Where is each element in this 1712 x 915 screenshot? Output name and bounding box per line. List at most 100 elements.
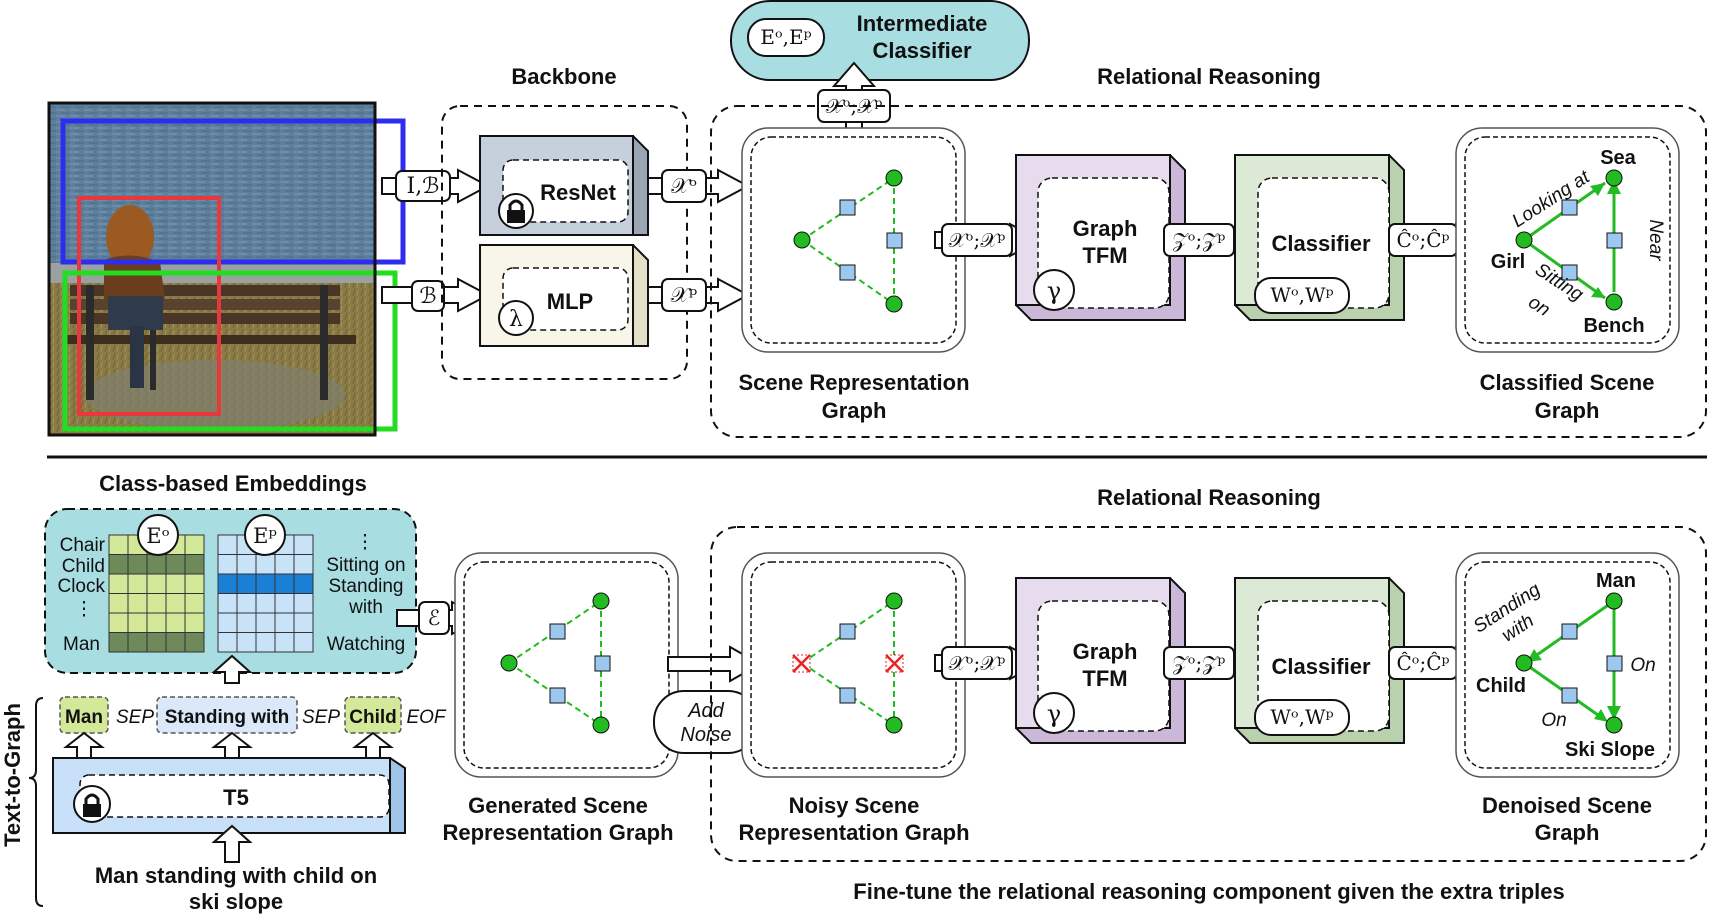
embedding-cell bbox=[184, 534, 205, 555]
embedding-cell bbox=[146, 612, 167, 633]
svg-text:λ: λ bbox=[509, 307, 523, 332]
svg-text:Intermediate: Intermediate bbox=[857, 11, 988, 36]
embedding-cell bbox=[217, 534, 238, 555]
embedding-cell bbox=[274, 632, 295, 653]
input-ib-label: I,ℬ bbox=[407, 174, 440, 199]
mlp-label: MLP bbox=[547, 289, 593, 314]
relational-title-top: Relational Reasoning bbox=[1097, 64, 1321, 89]
svg-text:𝒳ᵒ;𝒳ᵖ: 𝒳ᵒ;𝒳ᵖ bbox=[949, 651, 1006, 675]
embedding-cell bbox=[108, 554, 129, 575]
embedding-cell bbox=[274, 554, 295, 575]
svg-text:On: On bbox=[1630, 655, 1655, 676]
embedding-cell bbox=[165, 632, 186, 653]
embedding-cell bbox=[108, 612, 129, 633]
svg-text:𝒳ᵖ: 𝒳ᵖ bbox=[671, 283, 697, 307]
embedding-cell bbox=[127, 573, 148, 594]
svg-text:Generated Scene: Generated Scene bbox=[468, 793, 648, 818]
noise-x-icon bbox=[792, 654, 811, 673]
token-sep-2: SEP bbox=[302, 707, 340, 728]
scene-representation-graph bbox=[741, 127, 966, 353]
embedding-cell bbox=[165, 554, 186, 575]
embedding-cell bbox=[274, 593, 295, 614]
embedding-cell bbox=[165, 593, 186, 614]
embedding-cell bbox=[293, 573, 314, 594]
embedding-cell bbox=[146, 593, 167, 614]
footer-caption: Fine-tune the relational reasoning compo… bbox=[853, 879, 1564, 904]
svg-text:⋮: ⋮ bbox=[75, 599, 94, 620]
girl bbox=[104, 205, 165, 388]
embedding-cell bbox=[236, 593, 257, 614]
lambda-icon bbox=[498, 300, 534, 336]
bbox-girl bbox=[77, 196, 221, 416]
svg-text:Graph: Graph bbox=[1535, 820, 1600, 845]
embedding-cell bbox=[255, 612, 276, 633]
svg-text:Standing: Standing bbox=[328, 576, 403, 597]
svg-text:Man: Man bbox=[63, 634, 100, 655]
class-embedding-panel: Eᵒ Eᵖ Chair Child Clock ⋮ Man ⋮ Sitting … bbox=[44, 508, 417, 674]
embedding-cell bbox=[236, 632, 257, 653]
bbox-bench bbox=[62, 270, 398, 432]
svg-text:Classifier: Classifier bbox=[1271, 654, 1370, 679]
relational-title-bottom: Relational Reasoning bbox=[1097, 485, 1321, 510]
token-standing-with: Standing with bbox=[165, 707, 290, 728]
svg-text:Noise: Noise bbox=[680, 724, 731, 746]
svg-text:with: with bbox=[348, 597, 383, 618]
input-caption: Man standing with child on bbox=[95, 863, 377, 888]
embedding-cell bbox=[293, 612, 314, 633]
resnet-label: ResNet bbox=[540, 180, 616, 205]
svg-text:Classifier: Classifier bbox=[872, 38, 971, 63]
embedding-cell bbox=[293, 593, 314, 614]
weights-label-top: Wᵒ,Wᵖ bbox=[1270, 283, 1333, 307]
svg-text:Near: Near bbox=[1645, 219, 1666, 261]
input-photo bbox=[47, 101, 406, 437]
embedding-cell bbox=[146, 632, 167, 653]
relational-frame-top bbox=[710, 105, 1707, 438]
svg-text:TFM: TFM bbox=[1082, 243, 1127, 268]
embedding-cell bbox=[217, 612, 238, 633]
bench bbox=[66, 285, 356, 400]
generated-scene-graph bbox=[454, 552, 679, 778]
svg-text:Graph: Graph bbox=[1073, 216, 1138, 241]
embedding-cell bbox=[236, 554, 257, 575]
token-man: Man bbox=[65, 707, 103, 728]
t5-block: T5 bbox=[52, 757, 406, 834]
svg-text:γ: γ bbox=[1047, 700, 1061, 728]
svg-text:Noisy Scene: Noisy Scene bbox=[789, 793, 920, 818]
embedding-cell bbox=[184, 632, 205, 653]
weights-label-bottom: Wᵒ,Wᵖ bbox=[1270, 705, 1333, 729]
noise-x-icon bbox=[885, 654, 904, 673]
classifier-block-bottom: Classifier Wᵒ,Wᵖ bbox=[1234, 577, 1405, 744]
arrow-xo: 𝒳ᵒ bbox=[647, 168, 751, 204]
add-noise-arrow: Add Noise bbox=[653, 645, 763, 754]
gamma-icon bbox=[1033, 269, 1075, 311]
noisy-scene-graph bbox=[741, 552, 966, 778]
arrow-xp: 𝒳ᵖ bbox=[647, 277, 751, 313]
svg-text:Graph: Graph bbox=[1073, 639, 1138, 664]
arrow-input-resnet: I,ℬ bbox=[381, 168, 491, 204]
backbone-frame bbox=[441, 105, 688, 380]
svg-text:Add: Add bbox=[687, 700, 724, 722]
embedding-cell bbox=[293, 632, 314, 653]
token-child: Child bbox=[349, 707, 397, 728]
svg-text:𝒳ᵒ;𝒳ᵖ: 𝒳ᵒ;𝒳ᵖ bbox=[949, 228, 1006, 252]
embedding-cell bbox=[217, 573, 238, 594]
arrow-up-embeddings bbox=[211, 654, 253, 684]
svg-text:Classified Scene: Classified Scene bbox=[1480, 370, 1655, 395]
embedding-cell bbox=[293, 554, 314, 575]
embedding-cell bbox=[184, 593, 205, 614]
embedding-cell bbox=[255, 593, 276, 614]
svg-text:Watching: Watching bbox=[327, 634, 406, 655]
token-eof: EOF bbox=[406, 707, 446, 728]
embedding-cell bbox=[255, 573, 276, 594]
svg-text:Child: Child bbox=[62, 556, 105, 577]
embedding-cell bbox=[255, 554, 276, 575]
gamma-icon bbox=[1033, 692, 1075, 734]
svg-text:Sea: Sea bbox=[1600, 147, 1636, 169]
intermediate-emb-label: Eᵒ,Eᵖ bbox=[760, 25, 811, 49]
svg-text:Bench: Bench bbox=[1583, 315, 1644, 337]
embedding-cell bbox=[236, 612, 257, 633]
embedding-cell bbox=[108, 593, 129, 614]
embedding-cell bbox=[217, 593, 238, 614]
svg-text:TFM: TFM bbox=[1082, 666, 1127, 691]
